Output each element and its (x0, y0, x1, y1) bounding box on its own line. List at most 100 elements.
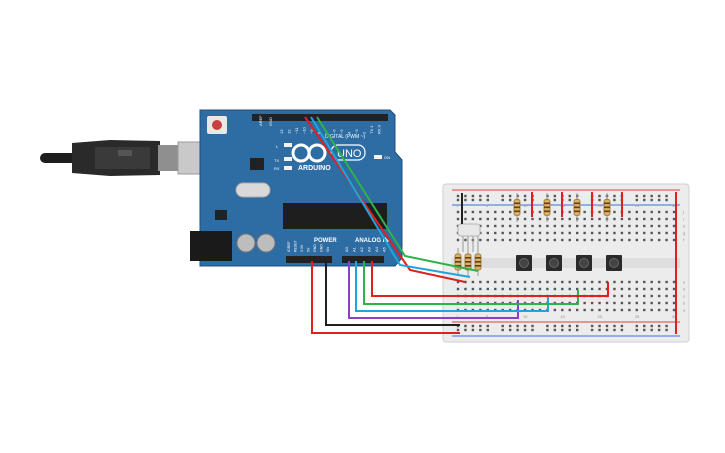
rail-hole[interactable] (531, 324, 534, 328)
rail-hole[interactable] (546, 324, 549, 328)
resistor[interactable] (454, 248, 462, 276)
breadboard-hole[interactable] (650, 301, 653, 305)
breadboard-hole[interactable] (620, 217, 624, 221)
breadboard-hole[interactable] (538, 238, 542, 242)
breadboard-hole[interactable] (531, 280, 534, 284)
breadboard-hole[interactable] (494, 217, 497, 221)
breadboard-hole[interactable] (479, 287, 482, 291)
breadboard-hole[interactable] (598, 231, 601, 235)
rail-hole[interactable] (464, 194, 467, 198)
breadboard-hole[interactable] (583, 287, 586, 291)
rail-hole[interactable] (650, 198, 653, 202)
breadboard-hole[interactable] (471, 210, 475, 214)
breadboard-hole[interactable] (613, 308, 616, 312)
breadboard-hole[interactable] (598, 210, 601, 214)
rail-hole[interactable] (546, 328, 549, 332)
rail-hole[interactable] (665, 198, 668, 202)
breadboard-hole[interactable] (613, 210, 616, 214)
breadboard-hole[interactable] (523, 280, 527, 284)
breadboard-hole[interactable] (583, 280, 586, 284)
breadboard-hole[interactable] (672, 210, 676, 214)
breadboard-hole[interactable] (486, 224, 489, 228)
wires[interactable] (304, 116, 677, 334)
rail-hole[interactable] (479, 324, 482, 328)
push-button[interactable] (516, 255, 532, 271)
breadboard-hole[interactable] (598, 238, 601, 242)
breadboard-hole[interactable] (643, 210, 646, 214)
breadboard-hole[interactable] (657, 231, 661, 235)
rail-hole[interactable] (508, 324, 512, 328)
breadboard-hole[interactable] (531, 224, 534, 228)
breadboard-hole[interactable] (620, 238, 624, 242)
breadboard-hole[interactable] (635, 238, 638, 242)
breadboard-hole[interactable] (568, 238, 571, 242)
rail-hole[interactable] (657, 194, 661, 198)
resistor[interactable] (603, 193, 611, 222)
breadboard-hole[interactable] (672, 280, 676, 284)
breadboard-hole[interactable] (620, 231, 624, 235)
rail-hole[interactable] (613, 198, 616, 202)
breadboard-hole[interactable] (568, 308, 571, 312)
breadboard-hole[interactable] (605, 231, 609, 235)
breadboard-hole[interactable] (665, 287, 668, 291)
breadboard-hole[interactable] (456, 217, 460, 221)
breadboard-hole[interactable] (672, 301, 676, 305)
breadboard-hole[interactable] (456, 238, 460, 242)
breadboard-hole[interactable] (657, 308, 661, 312)
breadboard-hole[interactable] (508, 287, 512, 291)
breadboard-hole[interactable] (613, 238, 616, 242)
breadboard-hole[interactable] (508, 231, 512, 235)
breadboard-hole[interactable] (538, 224, 542, 228)
breadboard-hole[interactable] (665, 217, 668, 221)
breadboard-hole[interactable] (598, 287, 601, 291)
rail-hole[interactable] (643, 328, 646, 332)
breadboard-hole[interactable] (546, 280, 549, 284)
rail-hole[interactable] (456, 194, 460, 198)
wire-green-digital[interactable] (316, 116, 479, 272)
breadboard-hole[interactable] (568, 287, 571, 291)
rail-hole[interactable] (650, 194, 653, 198)
wire-red-5v[interactable] (311, 261, 460, 334)
breadboard-hole[interactable] (643, 280, 646, 284)
rail-hole[interactable] (456, 198, 460, 202)
breadboard-hole[interactable] (665, 294, 668, 298)
breadboard-hole[interactable] (501, 210, 504, 214)
rail-hole[interactable] (464, 324, 467, 328)
breadboard-hole[interactable] (516, 224, 519, 228)
rail-hole[interactable] (501, 328, 504, 332)
breadboard-hole[interactable] (643, 231, 646, 235)
breadboard-hole[interactable] (523, 287, 527, 291)
breadboard-hole[interactable] (657, 287, 661, 291)
breadboard-hole[interactable] (479, 210, 482, 214)
breadboard-hole[interactable] (508, 210, 512, 214)
wire-black-gnd[interactable] (325, 261, 460, 326)
rail-hole[interactable] (590, 324, 594, 328)
breadboard-hole[interactable] (568, 224, 571, 228)
breadboard-hole[interactable] (576, 238, 579, 242)
rail-hole[interactable] (553, 194, 557, 198)
rail-hole[interactable] (657, 324, 661, 328)
breadboard-hole[interactable] (523, 217, 527, 221)
rail-hole[interactable] (650, 328, 653, 332)
breadboard-hole[interactable] (508, 217, 512, 221)
breadboard-hole[interactable] (657, 210, 661, 214)
breadboard-hole[interactable] (605, 224, 609, 228)
breadboard-hole[interactable] (568, 217, 571, 221)
breadboard-hole[interactable] (628, 287, 631, 291)
rail-hole[interactable] (613, 328, 616, 332)
breadboard-hole[interactable] (590, 301, 594, 305)
breadboard-hole[interactable] (643, 287, 646, 291)
rail-hole[interactable] (568, 324, 571, 328)
breadboard-hole[interactable] (665, 210, 668, 214)
breadboard-hole[interactable] (665, 224, 668, 228)
rail-hole[interactable] (643, 198, 646, 202)
rail-hole[interactable] (568, 328, 571, 332)
breadboard-hole[interactable] (635, 301, 638, 305)
breadboard-hole[interactable] (538, 217, 542, 221)
rail-hole[interactable] (650, 324, 653, 328)
breadboard-hole[interactable] (635, 308, 638, 312)
breadboard-hole[interactable] (456, 280, 460, 284)
resistor[interactable] (573, 193, 581, 222)
breadboard-hole[interactable] (523, 238, 527, 242)
components[interactable] (454, 193, 622, 276)
